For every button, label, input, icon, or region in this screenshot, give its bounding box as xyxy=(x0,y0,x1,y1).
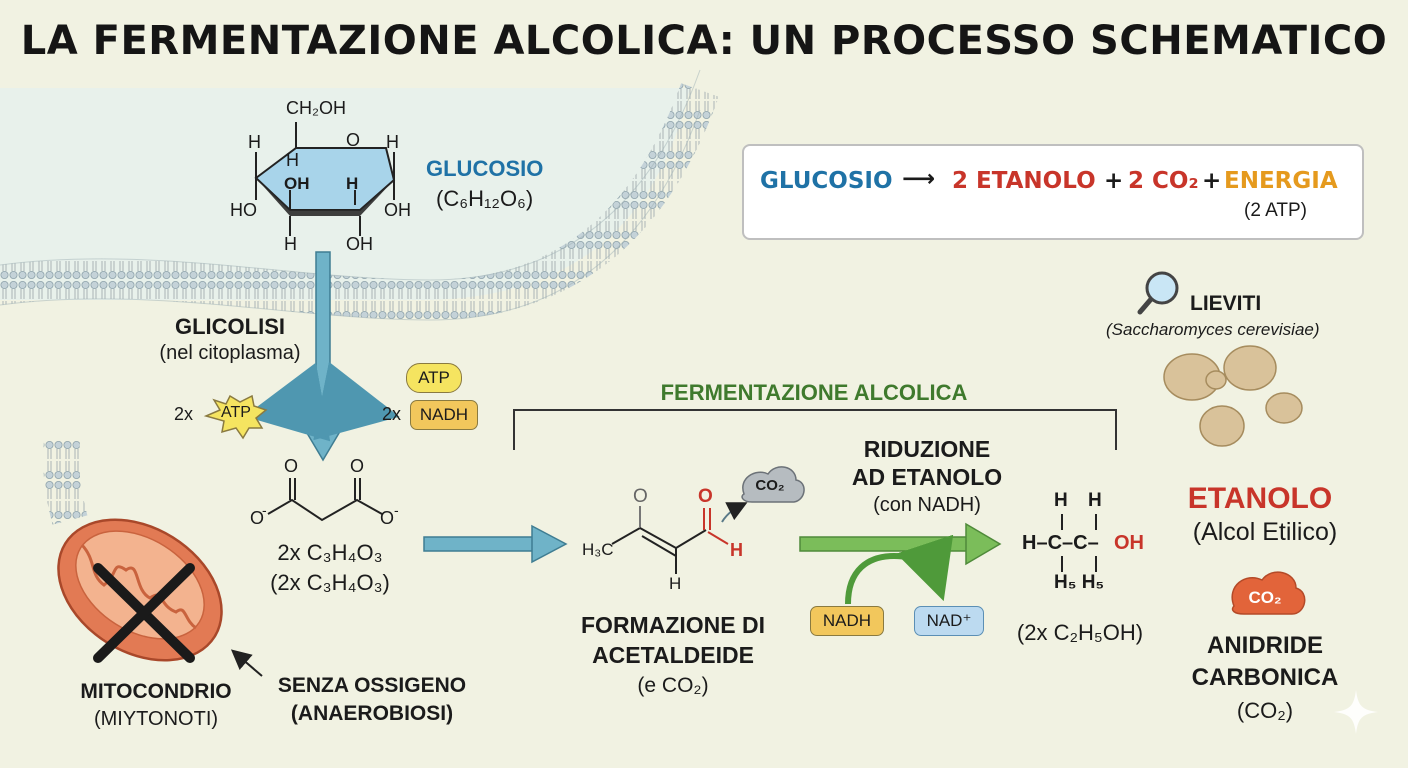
pyruvate-charge: - xyxy=(394,502,399,518)
yeast-subtitle: (Saccharomyces cerevisiae) xyxy=(1106,320,1320,339)
product-ethanol-title: ETANOLO xyxy=(1187,482,1333,515)
glucose-atom-oh: OH xyxy=(384,200,411,220)
acetaldehyde-structure xyxy=(611,502,748,574)
acetaldehyde-atom-h: H xyxy=(669,574,682,593)
pyruvate-formula: 2x C₃H₄O₃ xyxy=(277,540,383,565)
glucose-structure xyxy=(254,122,396,236)
pyruvate-atom-o: O xyxy=(284,456,299,476)
nadh-badge: NADH xyxy=(410,400,478,430)
equation-atp-note: (2 ATP) xyxy=(1244,200,1307,221)
anaerobic-subtitle: (ANAEROBIOSI) xyxy=(290,702,454,725)
product-co2-title: ANIDRIDE xyxy=(1206,632,1323,659)
anaerobic-label: SENZA OSSIGENO xyxy=(277,674,467,697)
equation-arrow: ⟶ xyxy=(902,166,935,192)
ethanol-hydroxyl: OH xyxy=(1114,532,1144,554)
acetaldehyde-title: FORMAZIONE DI xyxy=(581,612,765,638)
nadh-count: 2x xyxy=(382,404,402,424)
reduction-arrow xyxy=(799,522,1002,605)
mitochondrion-subtitle: (MIYTONOTI) xyxy=(93,708,219,730)
yeast-title: LIEVITI xyxy=(1190,292,1262,315)
ethanol-structure xyxy=(1061,514,1097,572)
anaerobic-pointer-arrow xyxy=(230,649,263,677)
product-ethanol-subtitle: (Alcol Etilico) xyxy=(1192,518,1338,546)
acetaldehyde-atom-o: O xyxy=(633,486,648,507)
pyruvate-to-acetaldehyde-arrow xyxy=(423,524,568,564)
fermentation-bracket xyxy=(513,409,1117,450)
acetaldehyde-title: ACETALDEIDE xyxy=(592,642,754,668)
ethanol-formula: (2x C₂H₅OH) xyxy=(1016,620,1144,645)
glucose-atom-h: H xyxy=(286,150,299,170)
co2-badge xyxy=(1231,571,1306,615)
acetaldehyde-atom-o: O xyxy=(698,486,713,507)
ethanol-atom-h: H xyxy=(1088,490,1102,511)
atp-count: 2x xyxy=(174,404,194,424)
acetaldehyde-atom-h: H xyxy=(730,540,743,560)
equation-energy: ENERGIA xyxy=(1224,168,1338,194)
glucose-atom-h: H xyxy=(248,132,261,152)
acetaldehyde-atom-h3c: H₃C xyxy=(582,540,614,559)
cell-membrane xyxy=(0,69,719,321)
reduction-title: RIDUZIONE xyxy=(863,436,991,462)
nad-plus-badge: NAD⁺ xyxy=(914,606,984,636)
mitochondrion-membrane xyxy=(43,438,88,525)
yeast-cells-icon xyxy=(1163,345,1303,447)
sparkle-icon xyxy=(1334,690,1378,734)
glucose-atom-oh: OH xyxy=(284,174,310,193)
co2-badge-label: CO₂ xyxy=(1248,588,1282,607)
pyruvate-atom-o: O xyxy=(350,456,365,476)
mitochondrion-title: MITOCONDRIO xyxy=(80,680,232,703)
glycolysis-title: GLICOLISI xyxy=(175,314,285,339)
pyruvate-charge: - xyxy=(262,502,267,518)
equation-ethanol: 2 ETANOLO xyxy=(952,168,1096,194)
mitochondrion-icon xyxy=(57,518,223,663)
product-co2-title: CARBONICA xyxy=(1191,664,1339,691)
glycolysis-arrow xyxy=(244,251,400,462)
glucose-label: GLUCOSIO xyxy=(426,156,544,181)
glucose-atom-ho: HO xyxy=(230,200,257,220)
pyruvate-atom-o-minus: O xyxy=(250,508,265,528)
glucose-atom-oh: OH xyxy=(346,234,373,254)
co2-cloud-label: CO₂ xyxy=(755,477,785,494)
page-title: LA FERMENTAZIONE ALCOLICA: UN PROCESSO S… xyxy=(20,18,1388,64)
magnifier-icon xyxy=(1137,271,1179,315)
glucose-atom-ch2oh: CH₂OH xyxy=(286,98,346,118)
ethanol-atom-h: H xyxy=(1054,490,1068,511)
glucose-atom-h: H xyxy=(284,234,297,254)
reduction-subtitle: (con NADH) xyxy=(873,494,981,516)
glucose-atom-ring-o: O xyxy=(346,130,361,150)
acetaldehyde-subtitle: (e CO₂) xyxy=(637,674,709,697)
product-co2-formula: (CO₂) xyxy=(1236,698,1294,723)
atp-label: ATP xyxy=(221,404,251,421)
glucose-atom-h: H xyxy=(386,132,399,152)
reduction-title: AD ETANOLO xyxy=(851,464,1003,490)
nadh-badge: NADH xyxy=(810,606,884,636)
atp-starburst xyxy=(203,394,268,440)
pyruvate-atom-o-minus: O xyxy=(380,508,395,528)
atp-badge: ATP xyxy=(406,363,462,393)
equation-glucose: GLUCOSIO xyxy=(760,168,893,194)
pyruvate-formula-alt: (2x C₃H₄O₃) xyxy=(270,570,390,595)
co2-cloud xyxy=(741,466,805,503)
equation-plus: + xyxy=(1202,168,1222,194)
glucose-formula: (C₆H₁₂O₆) xyxy=(436,186,534,211)
fermentation-label: FERMENTAZIONE ALCOLICA xyxy=(660,380,968,405)
glucose-atom-h: H xyxy=(346,174,359,193)
equation-co2: 2 CO₂ xyxy=(1128,168,1199,194)
equation-box xyxy=(742,144,1364,240)
pyruvate-structure xyxy=(267,478,383,522)
ethanol-bottom-h: H₅ H₅ xyxy=(1054,572,1105,593)
equation-plus: + xyxy=(1104,168,1124,194)
ethanol-chain: H–C–C– xyxy=(1022,532,1099,554)
glycolysis-subtitle: (nel citoplasma) xyxy=(159,342,301,364)
